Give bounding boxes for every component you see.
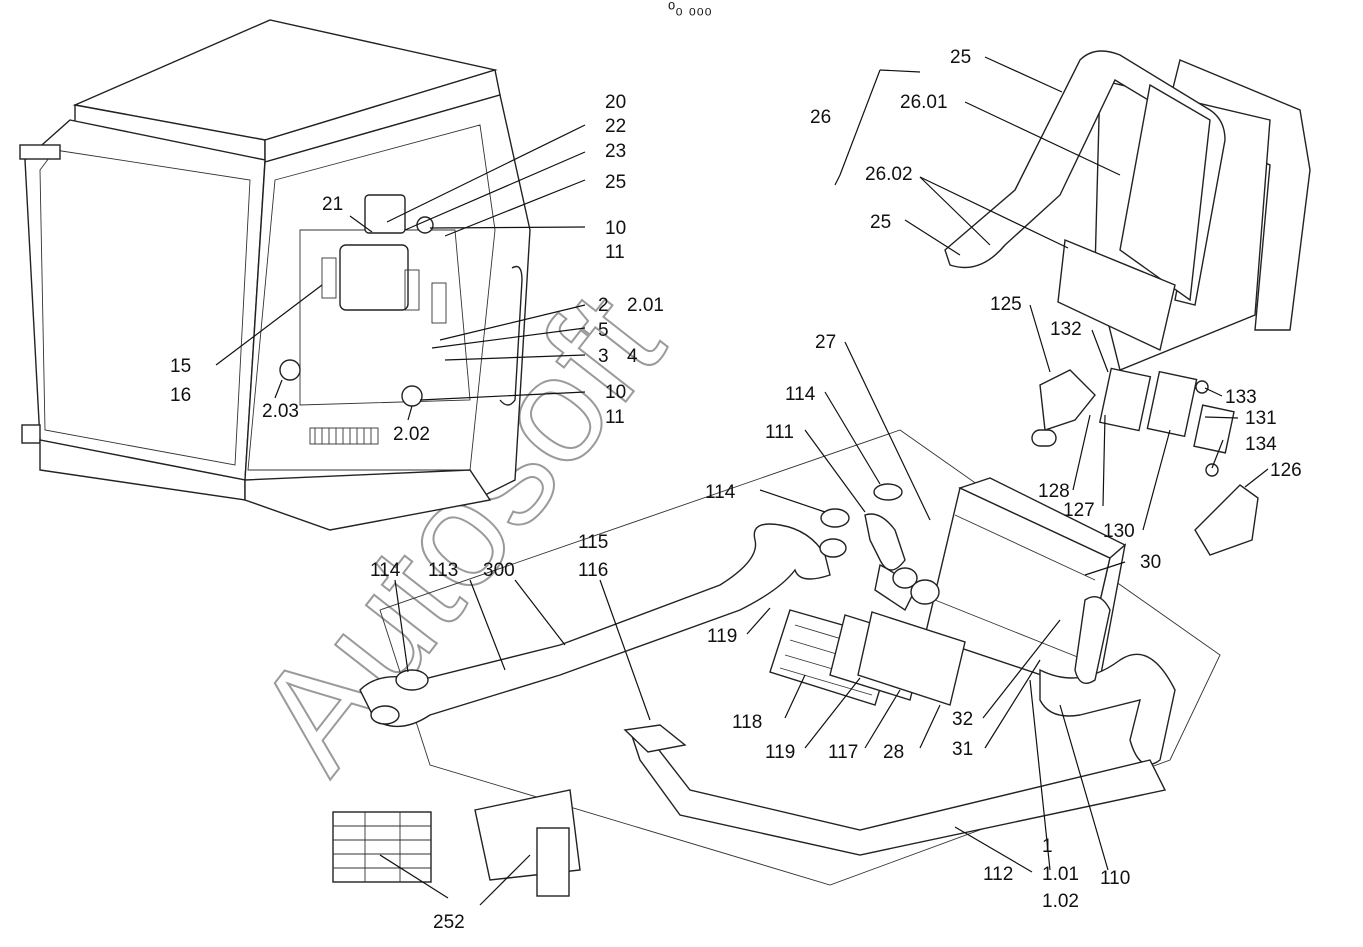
heater-assembly xyxy=(359,50,1311,886)
callout-10: 10 xyxy=(605,218,626,239)
callout-111: 111 xyxy=(765,422,794,443)
callout-11: 11 xyxy=(605,242,625,263)
callout-114b: 114 xyxy=(705,482,736,503)
callout-127: 127 xyxy=(1063,500,1095,521)
callout-26-01: 26.01 xyxy=(900,92,948,113)
callout-1-02: 1.02 xyxy=(1042,891,1079,912)
callout-1-01: 1.01 xyxy=(1042,864,1079,885)
callout-110: 110 xyxy=(1100,868,1130,889)
callout-131: 131 xyxy=(1245,408,1277,429)
callout-119a: 119 xyxy=(707,626,737,647)
callout-114a: 114 xyxy=(785,384,816,405)
callout-128: 128 xyxy=(1038,481,1070,502)
callout-112: 112 xyxy=(983,864,1013,885)
callout-22: 22 xyxy=(605,116,626,137)
callout-2-03: 2.03 xyxy=(262,401,299,422)
cab-leaders xyxy=(215,124,586,421)
callout-132: 132 xyxy=(1050,319,1082,340)
callout-10b: 10 xyxy=(605,382,626,403)
callout-113: 113 xyxy=(428,560,458,581)
callout-11b: 11 xyxy=(605,407,625,428)
callout-23: 23 xyxy=(605,141,626,162)
callout-133: 133 xyxy=(1225,387,1257,408)
callout-117: 117 xyxy=(828,742,858,763)
callout-126: 126 xyxy=(1270,460,1302,481)
callout-labels: 20 22 23 25 10 11 21 2 2.01 5 3 4 15 16 … xyxy=(170,47,1302,933)
callout-16: 16 xyxy=(170,385,191,406)
callout-5: 5 xyxy=(598,320,609,341)
callout-119b: 119 xyxy=(765,742,795,763)
top-mark: ᵒ₀ ₀₀₀ xyxy=(668,0,712,19)
callout-114c: 114 xyxy=(370,560,401,581)
callout-2-02: 2.02 xyxy=(393,424,430,445)
cab-assembly xyxy=(19,19,531,531)
fuse-block-252 xyxy=(332,789,581,906)
callout-118: 118 xyxy=(732,712,762,733)
callout-125: 125 xyxy=(990,294,1022,315)
callout-300: 300 xyxy=(483,560,515,581)
callout-15: 15 xyxy=(170,356,191,377)
callout-20: 20 xyxy=(605,92,626,113)
callout-26-02: 26.02 xyxy=(865,164,913,185)
callout-4: 4 xyxy=(627,346,638,367)
callout-26: 26 xyxy=(810,107,831,128)
callout-31: 31 xyxy=(952,739,973,760)
callout-130: 130 xyxy=(1103,521,1135,542)
callout-25c: 25 xyxy=(870,212,891,233)
callout-115: 115 xyxy=(578,532,608,553)
callout-1: 1 xyxy=(1042,836,1053,857)
callout-2-01: 2.01 xyxy=(627,295,664,316)
callout-28: 28 xyxy=(883,742,904,763)
callout-134: 134 xyxy=(1245,434,1277,455)
callout-25b: 25 xyxy=(950,47,971,68)
heater-leaders xyxy=(394,56,1269,873)
callout-21: 21 xyxy=(322,194,343,215)
callout-32: 32 xyxy=(952,709,973,730)
callout-252: 252 xyxy=(433,912,465,933)
callout-2: 2 xyxy=(598,295,609,316)
callout-3: 3 xyxy=(598,346,609,367)
callout-116: 116 xyxy=(578,560,608,581)
callout-27: 27 xyxy=(815,332,836,353)
callout-25: 25 xyxy=(605,172,626,193)
callout-30: 30 xyxy=(1140,552,1161,573)
